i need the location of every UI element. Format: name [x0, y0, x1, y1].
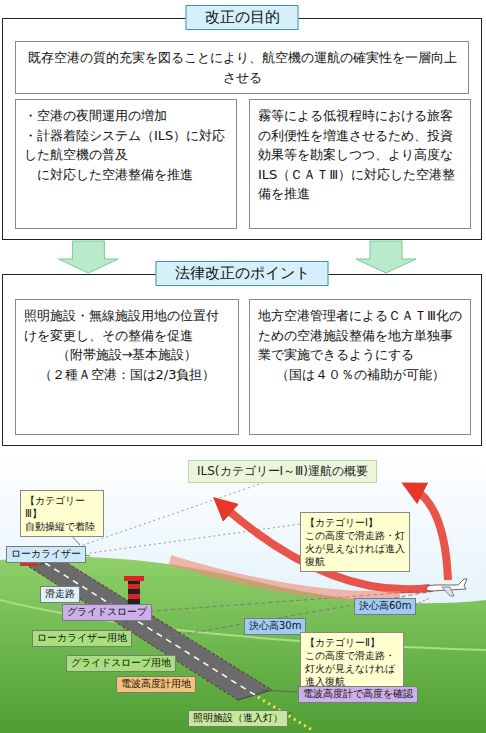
node-text: ・空港の夜間運用の増加 [24, 106, 228, 126]
part-label: 電波高度計用地 [116, 676, 196, 693]
section-frame: 改正の目的既存空港の質的充実を図ることにより、航空機の運航の確実性を一層向上させ… [2, 18, 482, 240]
node-text: 【カテゴリーⅢ】 [25, 494, 99, 520]
node-text: 地方空港管理者によるＣＡＴⅢ化のための空港施設整備を地方単独事業で実施できるよう… [258, 306, 462, 365]
node-text: 【カテゴリーⅠ】 [305, 516, 405, 529]
section-heading: 法律改正のポイント [156, 261, 329, 286]
node-text: ローカライザー [11, 548, 81, 561]
node-text: 決心高30m [249, 620, 301, 633]
node-text: グライドスロープ用地 [71, 657, 171, 670]
purpose-box: 既存空港の質的充実を図ることにより、航空機の運航の確実性を一層向上させる [15, 41, 469, 94]
category-callout: 【カテゴリーⅠ】この高度で滑走路・灯火が見えなければ進入復航 [300, 512, 410, 572]
node-text: （２種Ａ空港：国は2/3負担） [24, 365, 230, 385]
node-text: ローカライザー用地 [37, 632, 127, 645]
section-heading: 改正の目的 [186, 5, 299, 30]
part-label: ローカライザー [6, 546, 86, 563]
point-box: 地方空港管理者によるＣＡＴⅢ化のための空港施設整備を地方単独事業で実施できるよう… [249, 299, 471, 435]
node-text: 決心高60m [359, 600, 411, 613]
node-text: この高度で滑走路・灯火が見えなければ進入復航 [305, 649, 399, 688]
purpose-box: ・空港の夜間運用の増加・計器着陸システム（ILS）に対応した航空機の普及に対応し… [15, 99, 237, 229]
airplane [426, 579, 467, 596]
node-text: （国は４０％の補助が可能） [258, 365, 462, 385]
section-frame: 法律改正のポイント照明施設・無線施設用地の位置付けを変更し、その整備を促進（附帯… [2, 274, 482, 446]
node-text: 【カテゴリーⅡ】 [305, 636, 399, 649]
decision-height-label: 決心高60m [354, 598, 416, 615]
node-text: 滑走路 [45, 588, 75, 601]
part-label: グライドスロープ用地 [66, 655, 176, 672]
ground [0, 557, 486, 733]
block-arrow [356, 241, 416, 273]
node-text: 電波高度計で高度を確認 [303, 688, 413, 701]
category-callout: 【カテゴリーⅡ】この高度で滑走路・灯火が見えなければ進入復航 [300, 632, 404, 692]
part-label: 照明施設（進入灯） [188, 710, 288, 727]
node-text: （附帯施設→基本施設） [24, 345, 230, 365]
part-label: 滑走路 [40, 586, 80, 603]
sky [0, 452, 486, 733]
node-text: 霧等による低視程時における旅客の利便性を増進させるため、投資効果等を勘案しつつ、… [258, 106, 462, 204]
runway-centerline [45, 563, 255, 695]
missed-approach-arrow [412, 488, 448, 580]
node-text: 電波高度計用地 [121, 678, 191, 691]
node-text: この高度で滑走路・灯火が見えなければ進入復航 [305, 529, 405, 568]
decision-height-label: 決心高30m [244, 618, 306, 635]
illustration-title: ILS(カテゴリーⅠ～Ⅲ)運航の概要 [188, 460, 377, 483]
node-text: 照明施設・無線施設用地の位置付けを変更し、その整備を促進 [24, 306, 230, 345]
part-label: 電波高度計で高度を確認 [298, 686, 418, 703]
node-text: グライドスロープ [67, 606, 147, 619]
purpose-box: 霧等による低視程時における旅客の利便性を増進させるため、投資効果等を勘案しつつ、… [249, 99, 471, 229]
node-text: に対応した空港整備を推進 [24, 165, 228, 185]
node-text: ・計器着陸システム（ILS）に対応した航空機の普及 [24, 126, 228, 165]
node-text: 自動操縦で着陸 [25, 520, 99, 533]
category-callout: 【カテゴリーⅢ】自動操縦で着陸 [20, 490, 104, 537]
node-text: ILS(カテゴリーⅠ～Ⅲ)運航の概要 [197, 463, 368, 480]
point-box: 照明施設・無線施設用地の位置付けを変更し、その整備を促進（附帯施設→基本施設）（… [15, 299, 239, 435]
block-arrow [58, 241, 118, 273]
node-text: 既存空港の質的充実を図ることにより、航空機の運航の確実性を一層向上させる [24, 48, 460, 87]
node-text: 照明施設（進入灯） [193, 712, 283, 725]
part-label: ローカライザー用地 [32, 630, 132, 647]
part-label: グライドスロープ [62, 604, 152, 621]
